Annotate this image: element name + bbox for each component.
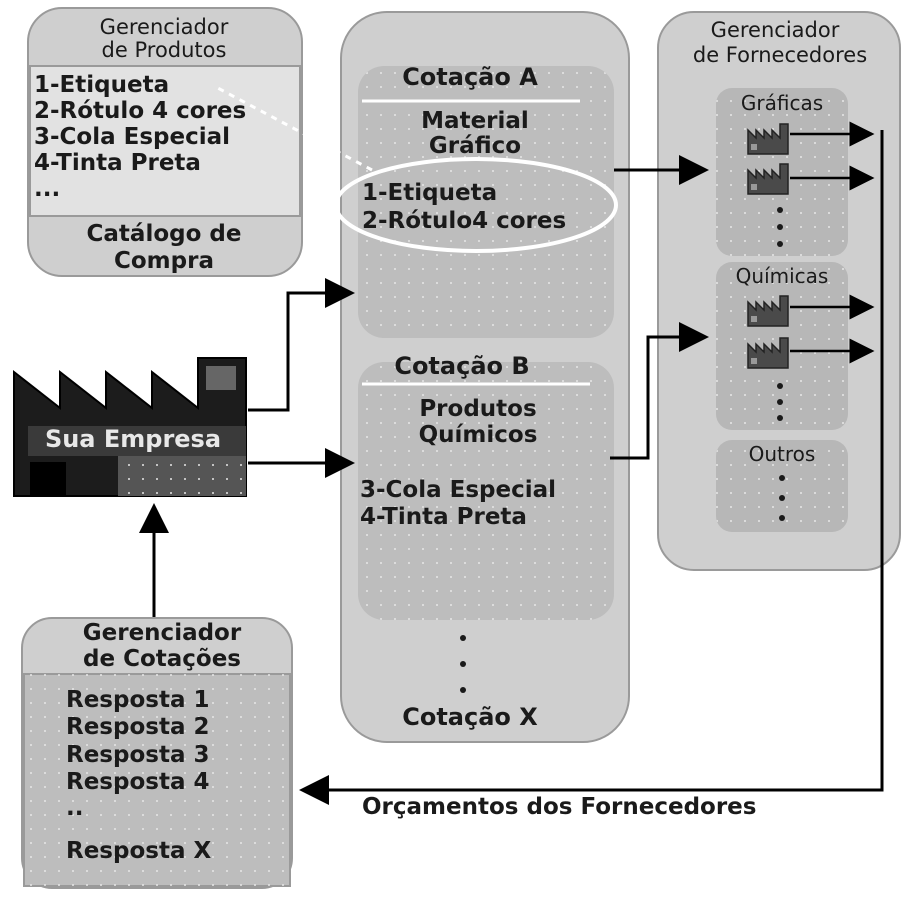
- cotacao-a-title: Cotação A: [402, 63, 538, 91]
- resposta-1: Resposta 1: [66, 687, 209, 713]
- produtos-title-line2: de Produtos: [102, 38, 227, 62]
- sua-empresa-label: Sua Empresa: [45, 425, 221, 453]
- cotacao-b-item-2: 4-Tinta Preta: [360, 504, 527, 530]
- produtos-manager-box: Gerenciador de Produtos 1-Etiqueta 2-Rót…: [27, 7, 303, 277]
- produtos-footer-line2: Compra: [114, 248, 214, 274]
- empresa-to-cotacao-a-arrow: [248, 278, 355, 412]
- cotacao-b-subtitle-line1: Produtos: [419, 396, 536, 422]
- factory-icon: [747, 337, 789, 369]
- fornecedores-title-line2: de Fornecedores: [693, 43, 867, 67]
- orcamentos-return-line: [299, 130, 884, 805]
- cotacao-b-to-quimicas-arrow: [610, 322, 709, 460]
- outros-label: Outros: [749, 442, 816, 466]
- quimicas-label: Químicas: [736, 264, 829, 288]
- cotacoes-manager-title-line2: de Cotações: [83, 646, 241, 672]
- produtos-item-ellipsis: ...: [34, 176, 60, 202]
- produtos-item-4: 4-Tinta Preta: [34, 150, 201, 176]
- graficas-label: Gráficas: [741, 91, 823, 115]
- produtos-to-cotacao-pointer: [213, 84, 373, 172]
- produtos-item-2: 2-Rótulo 4 cores: [34, 98, 246, 124]
- cotacao-a-subtitle-line1: Material: [421, 108, 529, 134]
- cotacao-b-title: Cotação B: [394, 352, 529, 380]
- cotacao-a-subtitle-line2: Gráfico: [429, 133, 521, 159]
- produtos-item-3: 3-Cola Especial: [34, 124, 230, 150]
- cotacao-b-subtitle-line2: Químicos: [419, 422, 538, 448]
- cotacoes-manager-box: Gerenciador de Cotações Resposta 1 Respo…: [21, 617, 293, 889]
- cotacao-a-item-1: 1-Etiqueta: [362, 180, 497, 206]
- cotacoes-panel: Cotação A Material Gráfico 1-Etiqueta 2-…: [334, 11, 630, 743]
- factory-icon: [747, 123, 789, 155]
- factory-icon: [747, 295, 789, 327]
- cotacao-a-highlight-ellipse: [334, 157, 618, 253]
- sua-empresa-factory: Sua Empresa: [13, 357, 247, 497]
- produtos-footer-line1: Catálogo de: [87, 221, 242, 247]
- resposta-x: Resposta X: [66, 838, 211, 864]
- factory-icon: [747, 163, 789, 195]
- cotacoes-manager-title-line1: Gerenciador: [83, 620, 242, 646]
- cotacao-a-item-2: 2-Rótulo4 cores: [362, 208, 566, 234]
- resposta-ellipsis: ..: [66, 795, 83, 821]
- resposta-2: Resposta 2: [66, 714, 209, 740]
- produtos-title-line1: Gerenciador: [100, 15, 229, 39]
- fornecedores-manager-box: Gerenciador de Fornecedores Gráficas Quí…: [657, 11, 901, 571]
- resposta-4: Resposta 4: [66, 769, 209, 795]
- fornecedores-title-line1: Gerenciador: [711, 18, 840, 42]
- resposta-3: Resposta 3: [66, 742, 209, 768]
- orcamentos-label: Orçamentos dos Fornecedores: [362, 794, 756, 820]
- cotacao-b-item-1: 3-Cola Especial: [360, 477, 556, 503]
- produtos-item-1: 1-Etiqueta: [34, 72, 169, 98]
- supplier-arrows: [790, 121, 875, 364]
- cotacao-x-title: Cotação X: [402, 703, 538, 731]
